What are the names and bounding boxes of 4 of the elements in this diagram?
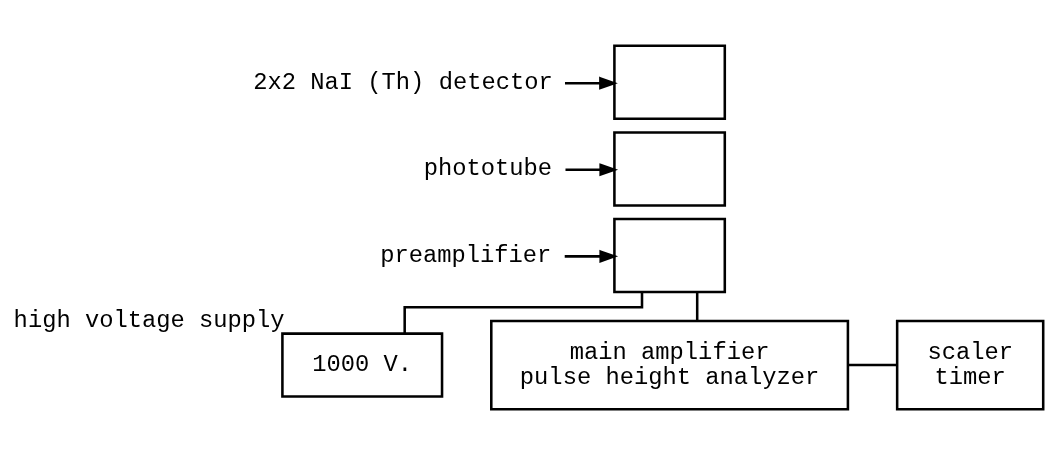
- node-text: 2x2 NaI (Th) detector: [253, 68, 553, 96]
- node-label: high voltage supply: [13, 306, 285, 334]
- node-text: preamplifier: [380, 241, 552, 269]
- node-text: phototube: [423, 154, 553, 182]
